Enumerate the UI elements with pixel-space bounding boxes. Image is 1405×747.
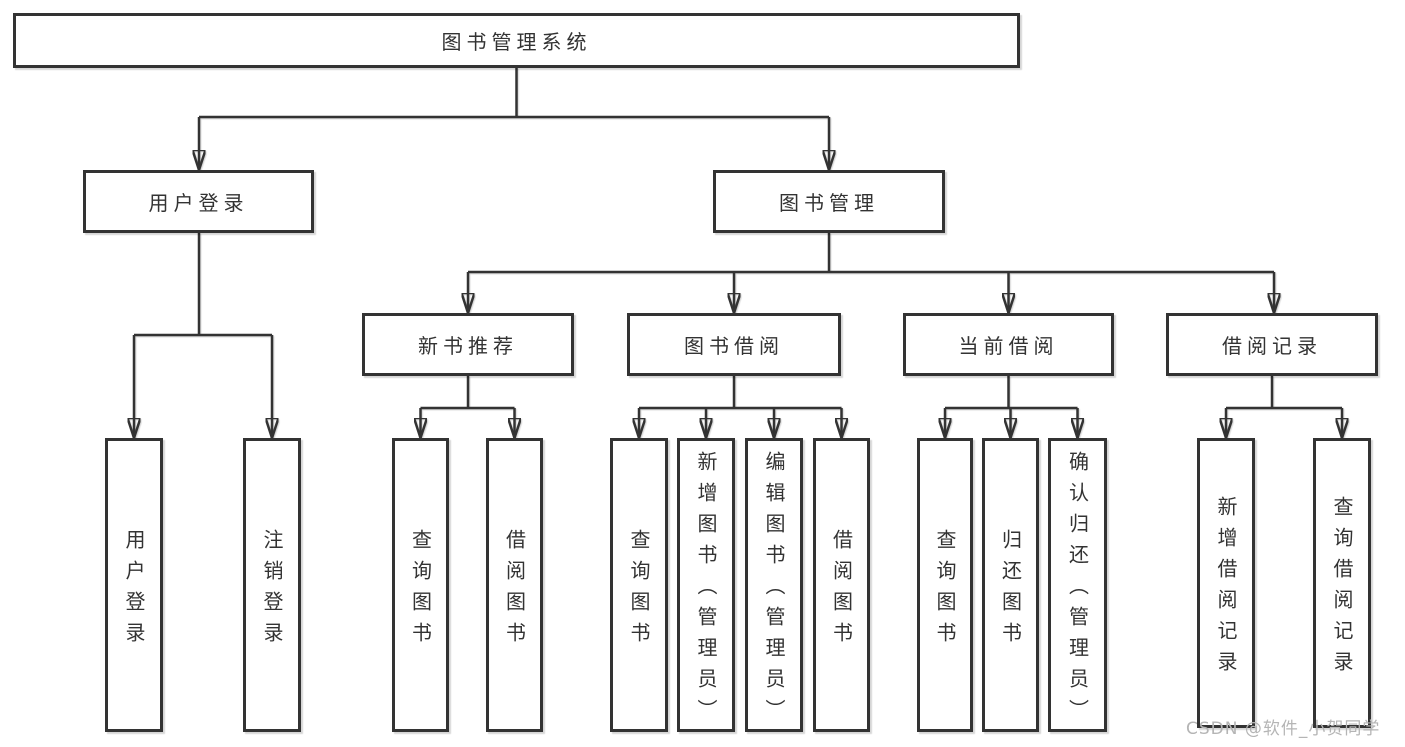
leaf-user-login: 用户登录 xyxy=(105,438,163,732)
node-current-borrowing: 当前借阅 xyxy=(903,313,1114,376)
node-label: 新书推荐 xyxy=(418,334,518,358)
leaf-label: 查询图书 xyxy=(408,528,433,653)
leaf-label: 用户登录 xyxy=(122,528,146,653)
node-label: 图书管理 xyxy=(779,191,879,215)
leaf-label: 查询借阅记录 xyxy=(1330,495,1354,682)
node-borrowing-records: 借阅记录 xyxy=(1166,313,1378,376)
leaf-label: 借阅图书 xyxy=(502,528,527,653)
leaf-label: 编辑图书（管理员） xyxy=(762,451,786,730)
leaf-label: 确认归还（管理员） xyxy=(1065,451,1090,730)
leaf-label: 借阅图书 xyxy=(829,528,854,653)
node-user-login-branch: 用户登录 xyxy=(83,170,314,233)
node-label: 图书管理系统 xyxy=(441,30,592,54)
node-book-management-branch: 图书管理 xyxy=(713,170,945,233)
leaf-label: 查询图书 xyxy=(933,528,957,653)
leaf-borrow-books-1: 借阅图书 xyxy=(486,438,543,732)
leaf-add-borrow-record: 新增借阅记录 xyxy=(1197,438,1255,728)
leaf-label: 归还图书 xyxy=(998,528,1023,653)
leaf-query-books-1: 查询图书 xyxy=(392,438,449,732)
leaf-return-books: 归还图书 xyxy=(982,438,1039,732)
node-label: 当前借阅 xyxy=(958,334,1059,358)
leaf-query-books-2: 查询图书 xyxy=(610,438,668,732)
leaf-label: 新增借阅记录 xyxy=(1214,495,1238,682)
leaf-query-borrow-record: 查询借阅记录 xyxy=(1313,438,1371,728)
node-book-borrowing: 图书借阅 xyxy=(627,313,841,376)
leaf-label: 注销登录 xyxy=(260,528,284,653)
csdn-watermark: CSDN @软件_小贺同学 xyxy=(1186,719,1381,739)
leaf-borrow-books-2: 借阅图书 xyxy=(813,438,870,732)
node-new-book-recommendation: 新书推荐 xyxy=(362,313,574,376)
leaf-add-books-admin: 新增图书（管理员） xyxy=(677,438,735,732)
leaf-label: 查询图书 xyxy=(627,528,651,653)
node-label: 用户登录 xyxy=(148,191,249,215)
leaf-logout: 注销登录 xyxy=(243,438,301,732)
leaf-confirm-return-admin: 确认归还（管理员） xyxy=(1048,438,1107,732)
node-label: 借阅记录 xyxy=(1222,334,1322,358)
leaf-label: 新增图书（管理员） xyxy=(694,451,718,730)
node-library-management-system: 图书管理系统 xyxy=(13,13,1020,68)
leaf-query-books-3: 查询图书 xyxy=(917,438,973,732)
node-label: 图书借阅 xyxy=(684,334,784,358)
leaf-edit-books-admin: 编辑图书（管理员） xyxy=(745,438,803,732)
